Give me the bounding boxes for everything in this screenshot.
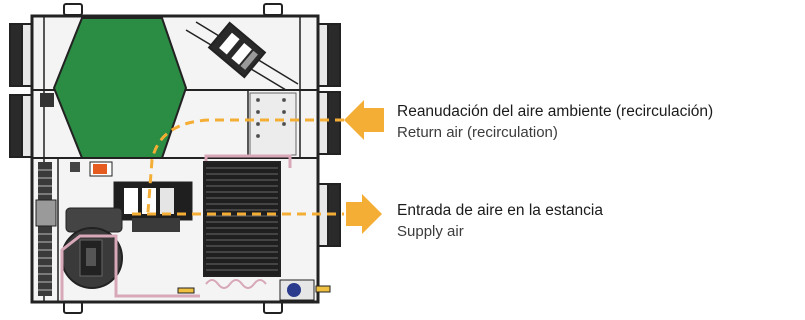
control-panel bbox=[249, 92, 297, 156]
supply-air-label-es: Entrada de aire en la estancia bbox=[397, 202, 603, 219]
supply-air-label-en: Supply air bbox=[397, 223, 464, 241]
heat-exchanger bbox=[52, 17, 188, 159]
mounting-brackets bbox=[63, 3, 283, 314]
bypass-damper bbox=[207, 21, 267, 79]
drain-outlet bbox=[177, 287, 195, 294]
right-duct-connectors bbox=[317, 23, 341, 247]
indicator-module bbox=[89, 161, 113, 177]
left-duct-connectors bbox=[9, 23, 33, 158]
left-rack bbox=[35, 162, 57, 296]
return-airflow bbox=[146, 118, 344, 213]
return-air-arrow bbox=[344, 100, 384, 140]
small-connector bbox=[70, 162, 80, 172]
return-air-label: Reanudación del aire ambiente (recircula… bbox=[397, 102, 713, 143]
condenser-coil bbox=[203, 161, 281, 289]
drain-tray bbox=[279, 279, 331, 301]
supply-air-arrow bbox=[346, 194, 382, 234]
supply-air-label: Entrada de aire en la estancia Supply ai… bbox=[397, 201, 603, 242]
sensor-block bbox=[40, 93, 54, 107]
return-air-label-es: Reanudación del aire ambiente (recircula… bbox=[397, 103, 714, 120]
return-air-label-en: Return air (recirculation) bbox=[397, 124, 558, 142]
compressor bbox=[61, 207, 123, 289]
